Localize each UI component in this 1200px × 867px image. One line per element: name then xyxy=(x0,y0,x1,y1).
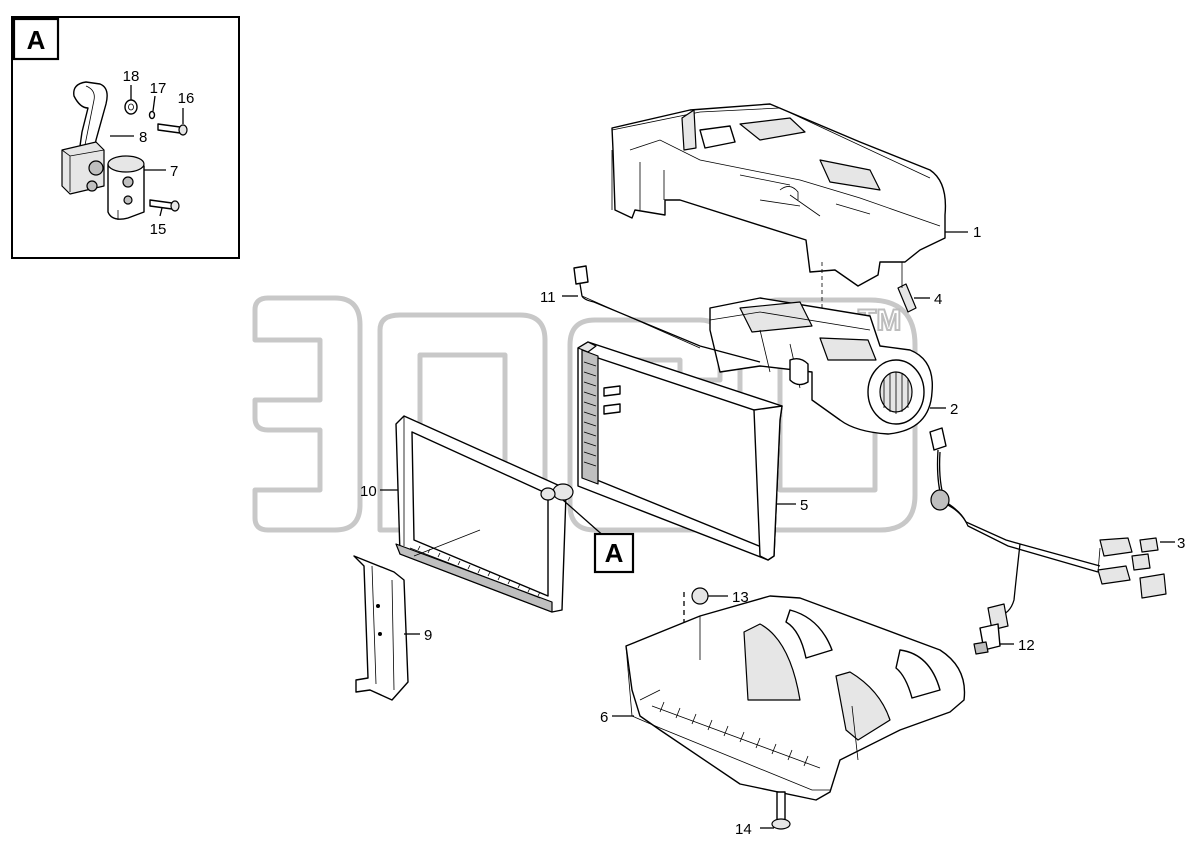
callout-15: 15 xyxy=(150,221,167,238)
callout-3: 3 xyxy=(1177,535,1185,552)
callout-5: 5 xyxy=(800,497,808,514)
callout-6: 6 xyxy=(600,709,608,726)
callout-12: 12 xyxy=(1018,637,1035,654)
bolt-16 xyxy=(157,123,188,136)
callout-4: 4 xyxy=(934,291,942,308)
washer-18 xyxy=(124,99,138,115)
callout-17: 17 xyxy=(150,80,167,97)
callout-7: 7 xyxy=(170,163,178,180)
callout-13: 13 xyxy=(732,589,749,606)
callout-8: 8 xyxy=(139,129,147,146)
evaporator-10 xyxy=(395,415,574,613)
bracket-9 xyxy=(353,555,409,701)
callout-2: 2 xyxy=(950,401,958,418)
callout-14: 14 xyxy=(735,821,752,838)
pipe-bracket-8 xyxy=(73,81,108,163)
connector-block xyxy=(61,141,105,195)
callout-16: 16 xyxy=(178,90,195,107)
lower-housing-6 xyxy=(625,595,966,801)
upper-housing-1 xyxy=(611,103,947,287)
callout-18: 18 xyxy=(123,68,140,85)
heater-core-5 xyxy=(577,341,783,561)
pressure-switch-12 xyxy=(973,603,1009,655)
callout-10: 10 xyxy=(360,483,377,500)
callout-1: 1 xyxy=(973,224,981,241)
nut-13 xyxy=(691,587,709,605)
callout-11: 11 xyxy=(540,289,556,306)
sensor-wire-11 xyxy=(573,265,761,363)
detail-view-panel: A xyxy=(11,16,240,259)
clip-4 xyxy=(897,283,917,313)
wiring-harness-3 xyxy=(929,427,1167,617)
expansion-valve-7 xyxy=(107,155,145,220)
detail-callout-box[interactable] xyxy=(593,532,635,574)
detail-view-label: A xyxy=(27,25,46,55)
bolt-14 xyxy=(771,791,791,830)
callout-9: 9 xyxy=(424,627,432,644)
detail-callout-label: A xyxy=(605,538,624,568)
bolt-15 xyxy=(149,199,180,212)
seal-ring-17 xyxy=(148,110,156,120)
blower-unit-2 xyxy=(709,297,934,435)
